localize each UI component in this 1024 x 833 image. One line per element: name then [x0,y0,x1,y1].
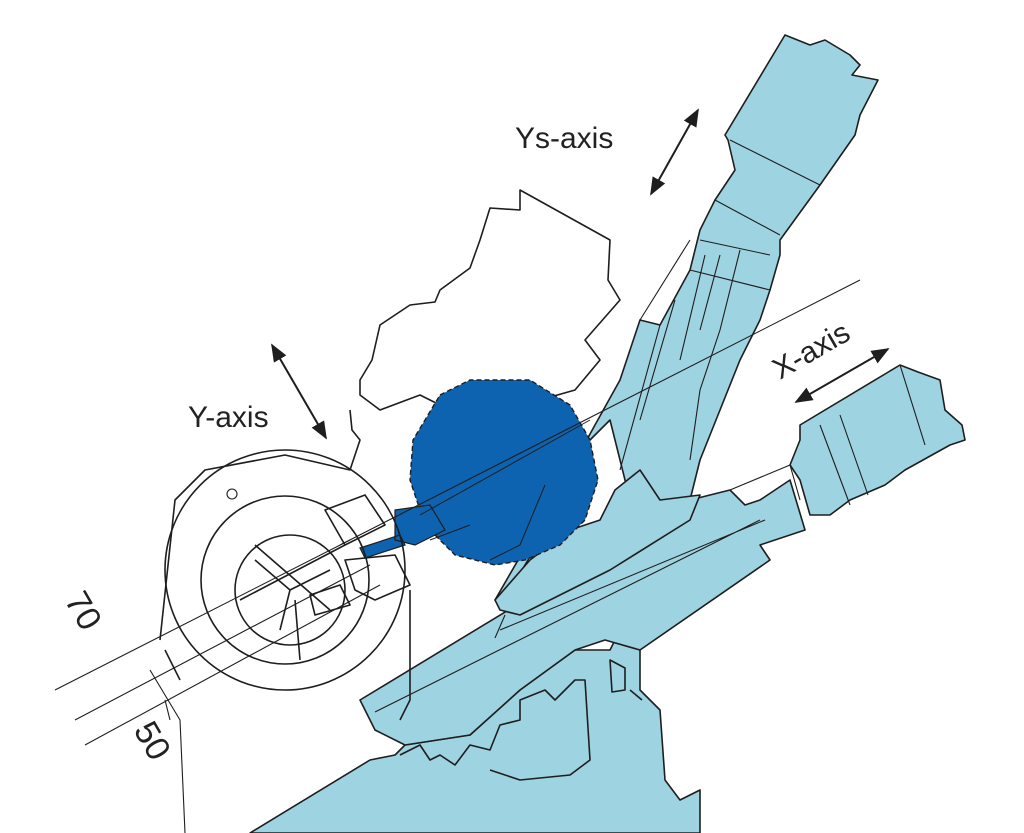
y-axis-arrow [271,343,327,440]
slant-bed [359,479,806,746]
chuck-side-blocks [309,494,411,616]
dimension-lines [54,539,381,833]
x-motor-detail-lines [729,364,926,506]
chuck-inner-circle [234,534,346,646]
tool-holder [359,504,446,559]
base-carriage [399,679,591,781]
bed-rail-line [374,519,766,713]
x-axis-motor [789,364,966,516]
x-axis-arrow [794,348,890,403]
tool-head [409,379,599,566]
chuck-middle-circle [200,495,370,665]
y-axis-label: Y-axis [188,401,269,434]
chuck-outer-circle [164,449,406,691]
chuck-hole [226,488,238,500]
upper-housing-outline [359,189,621,421]
chuck-jaws [239,544,346,661]
ys-axis-arrow [650,108,699,196]
tool-head-internal-lines [419,419,591,561]
dimension-50-label: 50 [126,715,178,767]
ys-column-detail-lines [619,139,821,471]
base-slot [609,659,643,701]
dimension-70-label: 70 [57,585,109,637]
reference-line [339,279,861,546]
ys-axis-label: Ys-axis [515,122,613,155]
chuck-outer-frame [159,409,411,721]
